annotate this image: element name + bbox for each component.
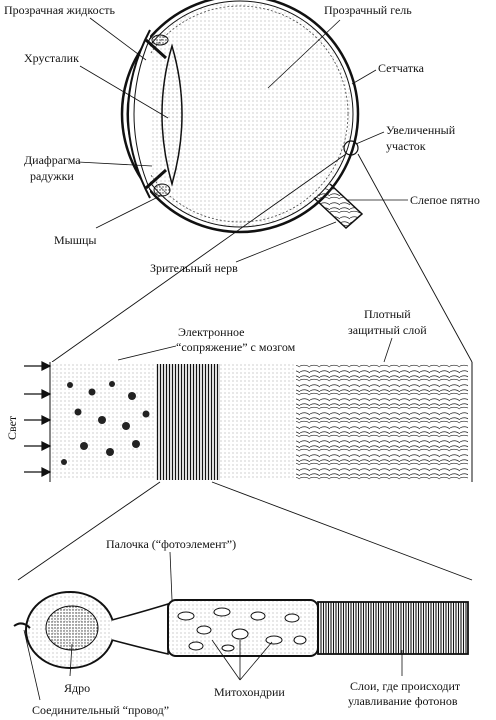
label-coupling-1: Электронное: [178, 325, 244, 339]
label-muscles: Мышцы: [54, 233, 96, 247]
label-rod: Палочка (“фотоэлемент”): [106, 537, 236, 551]
label-optic-nerve: Зрительный нерв: [150, 261, 238, 275]
pigment-layer: [220, 364, 296, 480]
cornea: [127, 29, 151, 199]
label-magnified-2: участок: [386, 139, 426, 153]
label-layers-1: Слои, где происходит: [350, 679, 461, 693]
label-layers-2: улавливание фотонов: [348, 694, 458, 708]
leader-retina: [351, 69, 377, 85]
mitochondria-cluster: [177, 607, 307, 652]
label-iris-2: радужки: [30, 169, 74, 183]
inner-neck: [111, 602, 169, 655]
zoom-lines-bottom: [17, 481, 473, 581]
leader-rod: [169, 551, 173, 601]
label-iris-1: Диафрагма: [24, 153, 81, 167]
label-light: Свет: [5, 415, 19, 440]
optic-nerve: [313, 183, 364, 230]
label-mitochondria: Митохондрии: [214, 685, 285, 699]
outer-segment-layers: [317, 601, 469, 655]
leader-coupling: [117, 345, 177, 361]
leader-clear-gel: [267, 19, 341, 89]
label-magnified-1: Увеличенный: [386, 123, 456, 137]
leader-mito-3: [239, 641, 273, 681]
label-clear-gel: Прозрачный гель: [324, 3, 412, 17]
magnified-spot: [343, 140, 359, 156]
leader-muscles: [95, 195, 161, 229]
cornea-inner: [133, 37, 151, 191]
retina-layer: [131, 5, 349, 223]
leader-iris: [77, 161, 153, 167]
leader-wire: [23, 629, 41, 701]
rod-leaders: [23, 551, 403, 701]
label-wire: Соединительный “провод”: [32, 703, 169, 717]
light-arrows: [24, 361, 52, 477]
leader-magnified: [355, 131, 385, 145]
muscle-top: [151, 34, 169, 46]
nucleus: [45, 605, 99, 651]
zoom-lines-top: [51, 153, 473, 363]
zoom-line-rod-right: [211, 481, 473, 581]
label-lens: Хрусталик: [24, 51, 79, 65]
label-blind-spot: Слепое пятно: [410, 193, 480, 207]
zoom-line-right: [357, 153, 473, 363]
label-retina: Сетчатка: [378, 61, 425, 75]
label-nucleus: Ядро: [64, 681, 90, 695]
lens: [161, 43, 183, 187]
photoreceptor-layer: [156, 364, 220, 480]
cell-bodies: [61, 381, 150, 465]
zoom-line-left: [51, 153, 347, 363]
label-protective-1: Плотный: [364, 307, 411, 321]
leader-nucleus: [69, 643, 73, 677]
muscle-bottom: [153, 183, 171, 197]
leader-clear-fluid: [89, 17, 147, 61]
retina-section: [49, 362, 474, 482]
leader-mito-1: [211, 639, 241, 681]
leader-optic-nerve: [235, 221, 337, 263]
label-clear-fluid: Прозрачная жидкость: [4, 3, 115, 17]
label-protective-2: защитный слой: [348, 323, 427, 337]
zoom-line-rod-left: [17, 481, 161, 581]
eyeball: [120, 0, 364, 234]
iris-diaphragm: [144, 38, 168, 190]
leader-lens: [79, 65, 169, 119]
eye-leaders: [77, 17, 408, 263]
rod-cell: [13, 591, 469, 669]
label-coupling-2: “сопряжение” с мозгом: [176, 340, 296, 354]
protective-layer: [296, 364, 468, 480]
section-leaders: [117, 337, 393, 363]
leader-protective: [383, 337, 393, 363]
